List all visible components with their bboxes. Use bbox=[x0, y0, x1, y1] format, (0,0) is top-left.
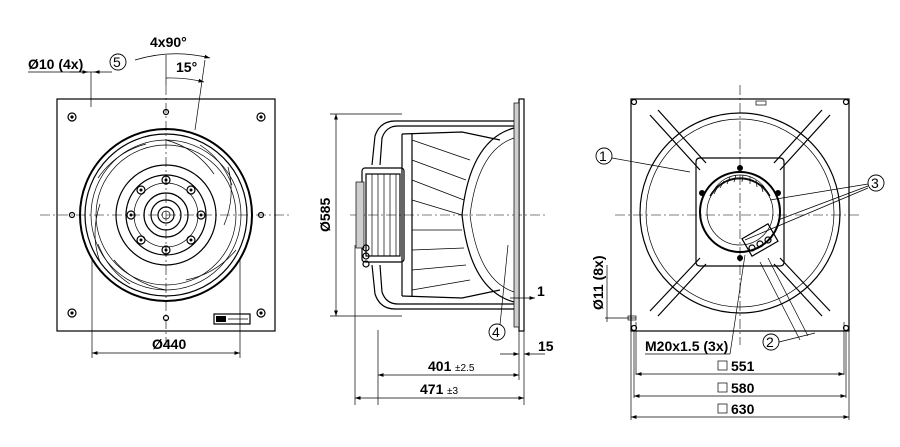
impeller-blades bbox=[94, 139, 237, 291]
rear-view: 1 3 2 Ø11 (8x) M20x1.5 (3x) bbox=[590, 85, 885, 420]
motor-mount-plate bbox=[695, 157, 785, 267]
dim-630-label: 630 bbox=[731, 401, 755, 417]
support-bracket-top bbox=[371, 120, 514, 166]
dim-1: 1 bbox=[510, 283, 545, 300]
motor-rear bbox=[699, 171, 781, 253]
hole-callout-rear: Ø11 (8x) bbox=[590, 256, 637, 322]
motor-side bbox=[355, 167, 405, 268]
item-1-label: 1 bbox=[599, 148, 607, 164]
thread-label: M20x1.5 (3x) bbox=[645, 338, 728, 354]
inlet-ring-outer bbox=[79, 128, 253, 302]
dim-551-label: 551 bbox=[731, 358, 755, 374]
hub-outer bbox=[115, 164, 217, 266]
thread-callout: M20x1.5 (3x) bbox=[645, 254, 746, 355]
angle-4x90-label: 4x90° bbox=[150, 34, 187, 50]
dim-15-label: 15 bbox=[538, 338, 554, 354]
rear-hole-label: Ø11 (8x) bbox=[590, 256, 606, 310]
item-4-callout: 4 bbox=[488, 244, 509, 341]
item-1-callout: 1 bbox=[595, 147, 691, 173]
motor-fins bbox=[709, 174, 771, 197]
hub-bolts bbox=[126, 175, 206, 255]
angle-dimensions: 4x90° 15° bbox=[134, 34, 211, 131]
type-label-plate bbox=[213, 313, 251, 325]
hole-callout-front: Ø10 (4x) 5 bbox=[28, 53, 127, 107]
dim-401-tolerance: ±2.5 bbox=[455, 363, 475, 374]
dim-401-label: 401 bbox=[428, 358, 452, 374]
item-2-callout: 2 bbox=[759, 257, 816, 351]
item-3-callout: 3 bbox=[744, 174, 885, 241]
dim-15: 15 bbox=[500, 338, 554, 356]
item-2-label: 2 bbox=[766, 334, 774, 350]
front-view: Ø10 (4x) 5 4x90° 15° Ø440 bbox=[28, 34, 290, 358]
dim-471-label: 471 bbox=[420, 381, 444, 397]
front-mounting-holes bbox=[67, 108, 266, 322]
dim-471: 471 ±3 bbox=[354, 245, 524, 405]
angle-15-label: 15° bbox=[176, 59, 197, 75]
dim-1-label: 1 bbox=[537, 283, 545, 299]
rear-support-arms bbox=[649, 109, 831, 317]
terminal-box bbox=[741, 223, 779, 257]
dia-440-dimension: Ø440 bbox=[91, 258, 241, 358]
item-5-label: 5 bbox=[113, 54, 121, 70]
front-dia-label: Ø440 bbox=[152, 336, 186, 352]
dim-630: 630 bbox=[631, 401, 849, 419]
dim-580: 580 bbox=[634, 380, 846, 398]
dim-471-tolerance: ±3 bbox=[447, 386, 458, 397]
item-4-label: 4 bbox=[492, 324, 500, 340]
dim-401: 401 ±2.5 bbox=[378, 358, 519, 377]
support-bracket-bottom bbox=[371, 264, 514, 310]
side-dia-label: Ø585 bbox=[317, 198, 333, 232]
rear-housing bbox=[639, 112, 841, 314]
impeller-side bbox=[401, 131, 501, 299]
dim-580-label: 580 bbox=[731, 380, 755, 396]
dia-585-dimension: Ø585 bbox=[317, 113, 402, 317]
item-3-label: 3 bbox=[871, 175, 879, 191]
dim-551: 551 bbox=[636, 358, 844, 376]
side-view: Ø585 4 1 15 401 ±2.5 bbox=[317, 98, 554, 405]
front-hole-label: Ø10 (4x) bbox=[28, 56, 83, 72]
